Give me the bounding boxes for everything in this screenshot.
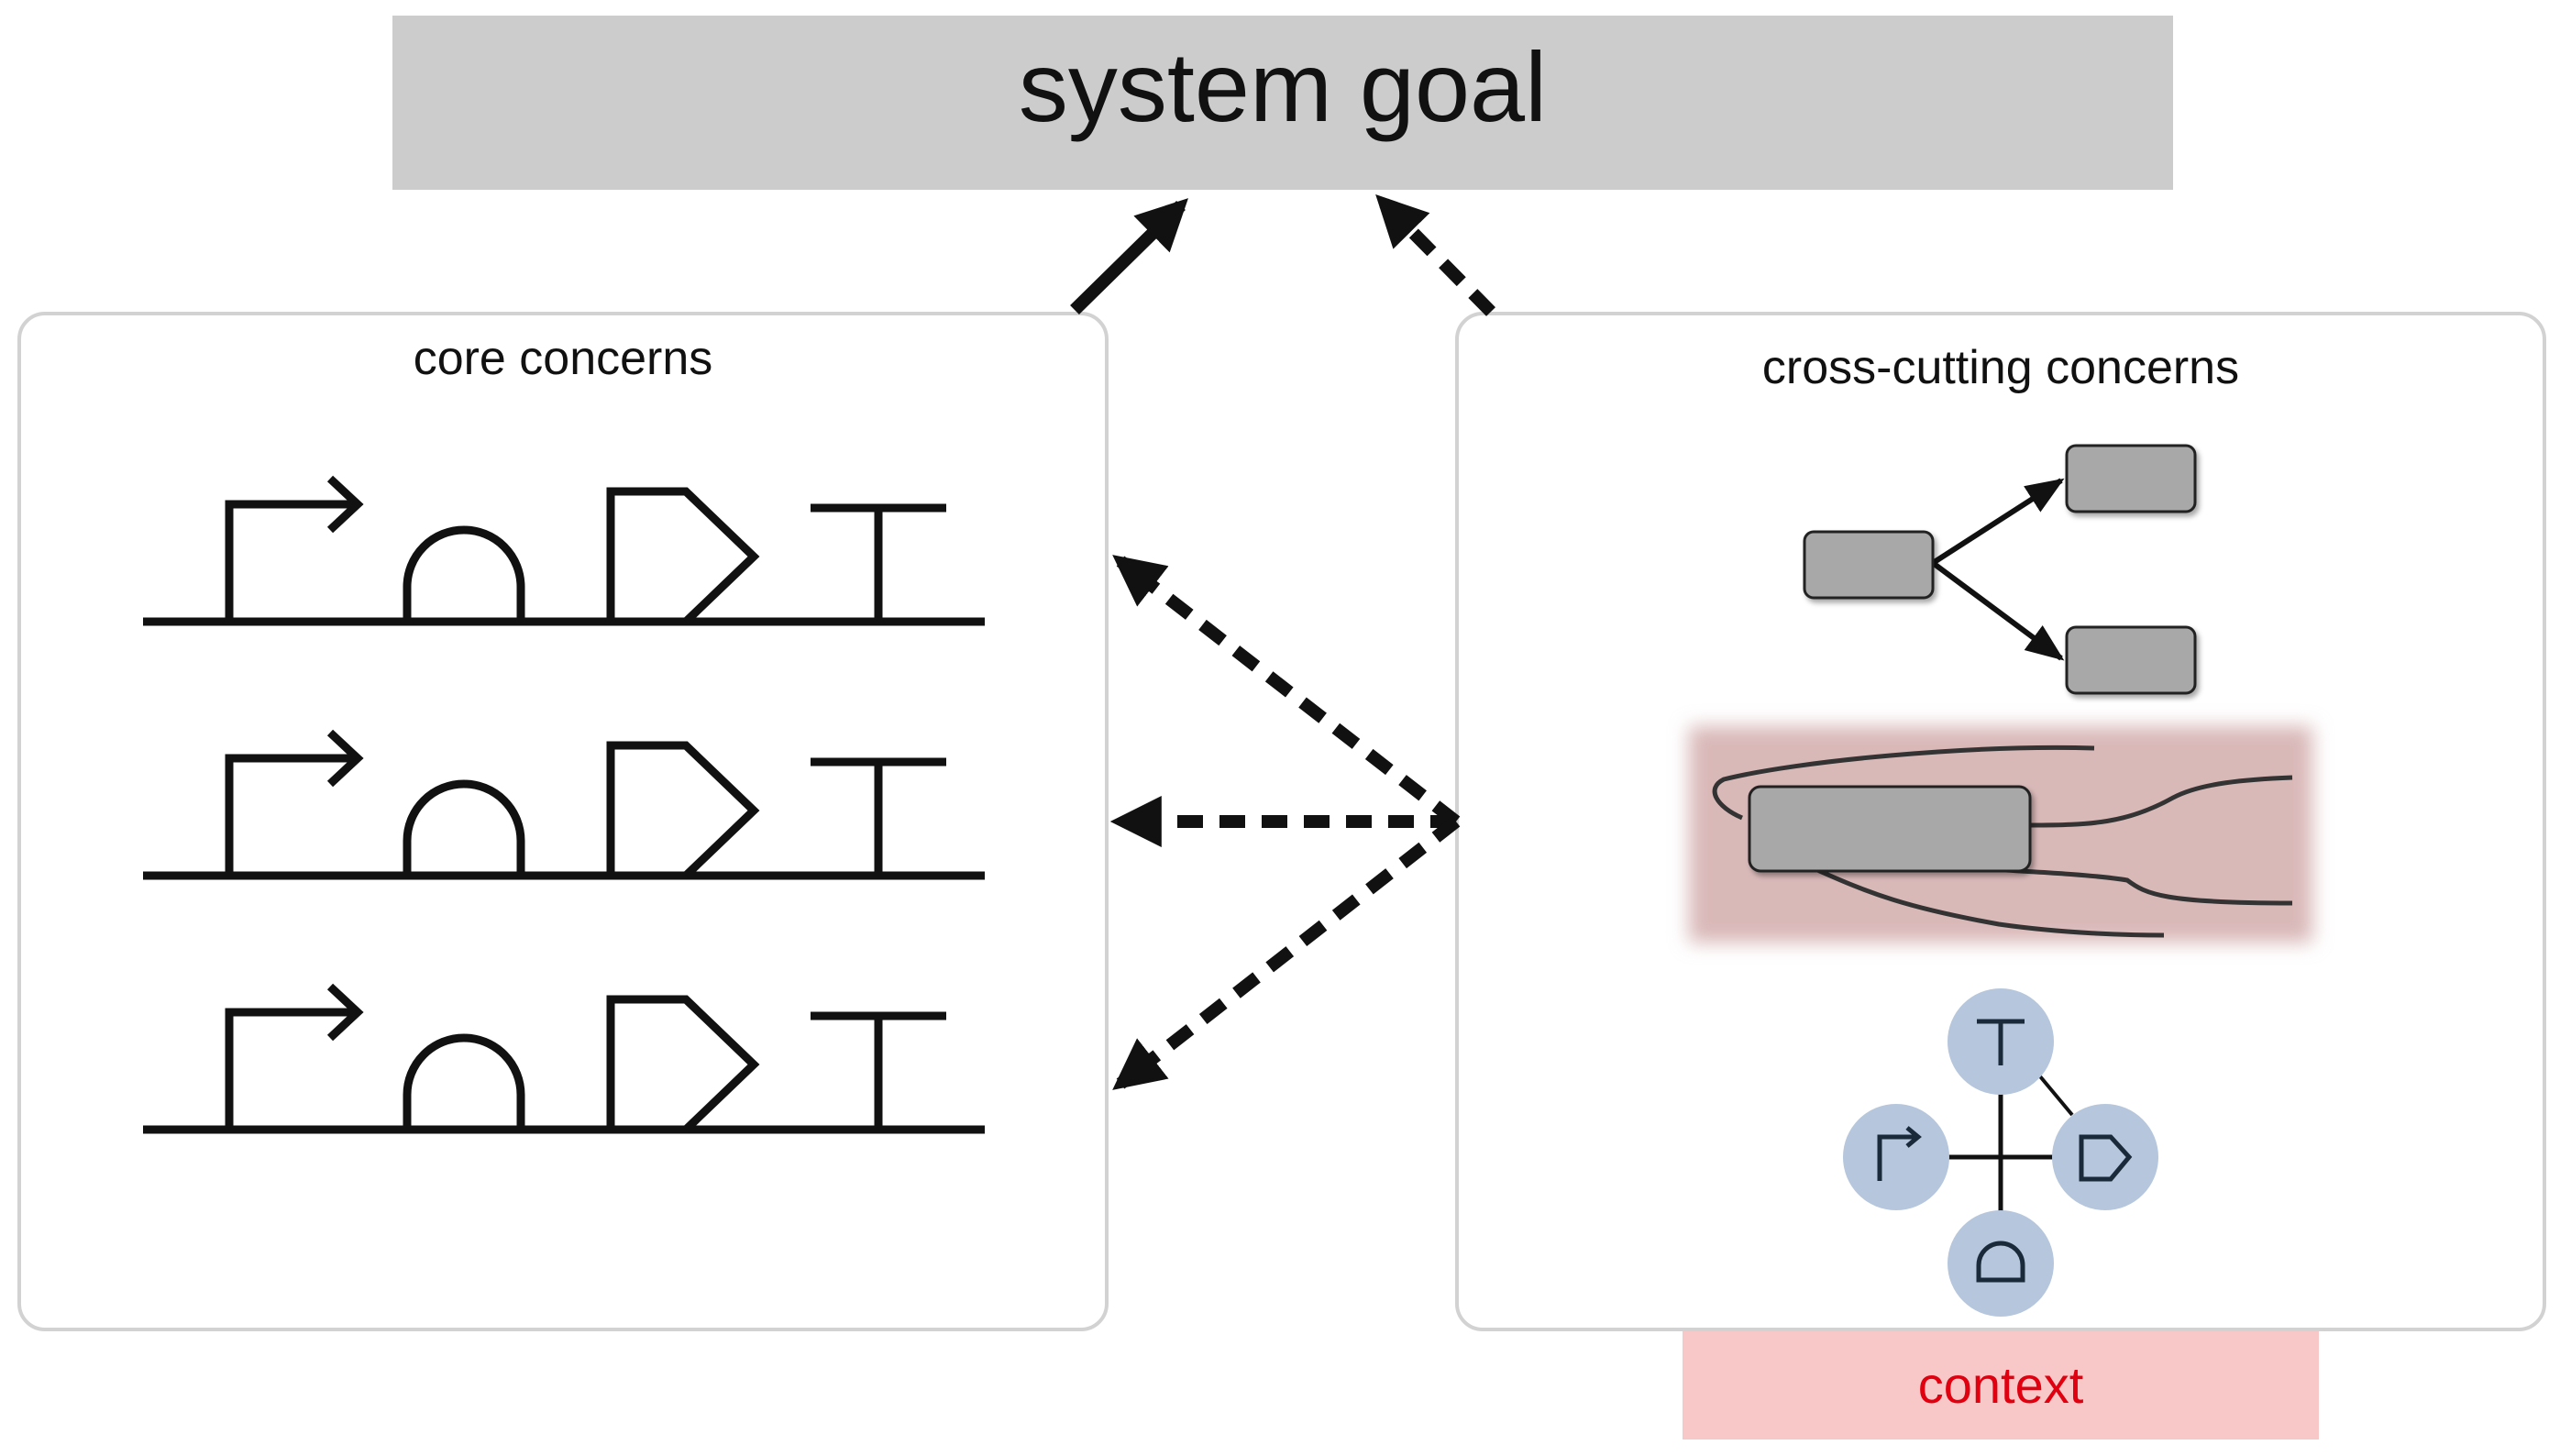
promoter-node: [1843, 1104, 1949, 1210]
promoter-icon: [225, 729, 364, 876]
rbs-node: [1948, 1210, 2054, 1317]
terminator-icon: [1977, 1019, 2025, 1065]
network-edge-up: [1931, 478, 2065, 566]
terminator-icon: [811, 1011, 946, 1130]
rbs-icon: [403, 779, 525, 876]
system-goal-label: system goal: [1019, 31, 1547, 142]
network-node-source: [1803, 530, 1935, 600]
terminator-icon: [811, 503, 946, 622]
solid-arrow-to-goal: [1070, 198, 1188, 314]
cross-cutting-concerns-label: cross-cutting concerns: [1762, 341, 2239, 394]
device-row: [143, 729, 985, 880]
network-node-target-bottom: [2065, 625, 2197, 695]
chassis-block: [1748, 785, 2032, 873]
cds-icon: [606, 995, 760, 1133]
promoter-icon: [225, 983, 364, 1130]
network-edge-down: [1931, 560, 2065, 661]
cds-icon: [606, 741, 760, 879]
cds-icon: [606, 487, 760, 625]
dashed-arrow-to-goal: [1375, 194, 1495, 316]
context-box: [1683, 1331, 2319, 1439]
device-row: [143, 475, 985, 626]
promoter-icon: [1877, 1126, 1922, 1181]
cds-node: [2052, 1104, 2158, 1210]
dashed-arrow-to-row-1: [1112, 555, 1461, 827]
rbs-icon: [1976, 1241, 2025, 1283]
network-node-target-top: [2065, 444, 2197, 513]
promoter-icon: [225, 475, 364, 622]
dashed-arrow-to-row-3: [1112, 816, 1461, 1090]
context-label: context: [1918, 1356, 2084, 1414]
device-row: [143, 983, 985, 1134]
rbs-icon: [403, 1033, 525, 1130]
rbs-icon: [403, 525, 525, 622]
wiring-image: [1689, 726, 2312, 943]
system-goal-box: [392, 16, 2173, 190]
cds-icon: [2079, 1134, 2133, 1182]
glyph-graph: [1843, 988, 2158, 1317]
core-concerns-label: core concerns: [414, 332, 713, 385]
device-rows: [143, 475, 985, 1134]
network-diagram: [1803, 444, 2197, 695]
core-concerns-panel: [17, 312, 1109, 1331]
terminator-icon: [811, 757, 946, 876]
